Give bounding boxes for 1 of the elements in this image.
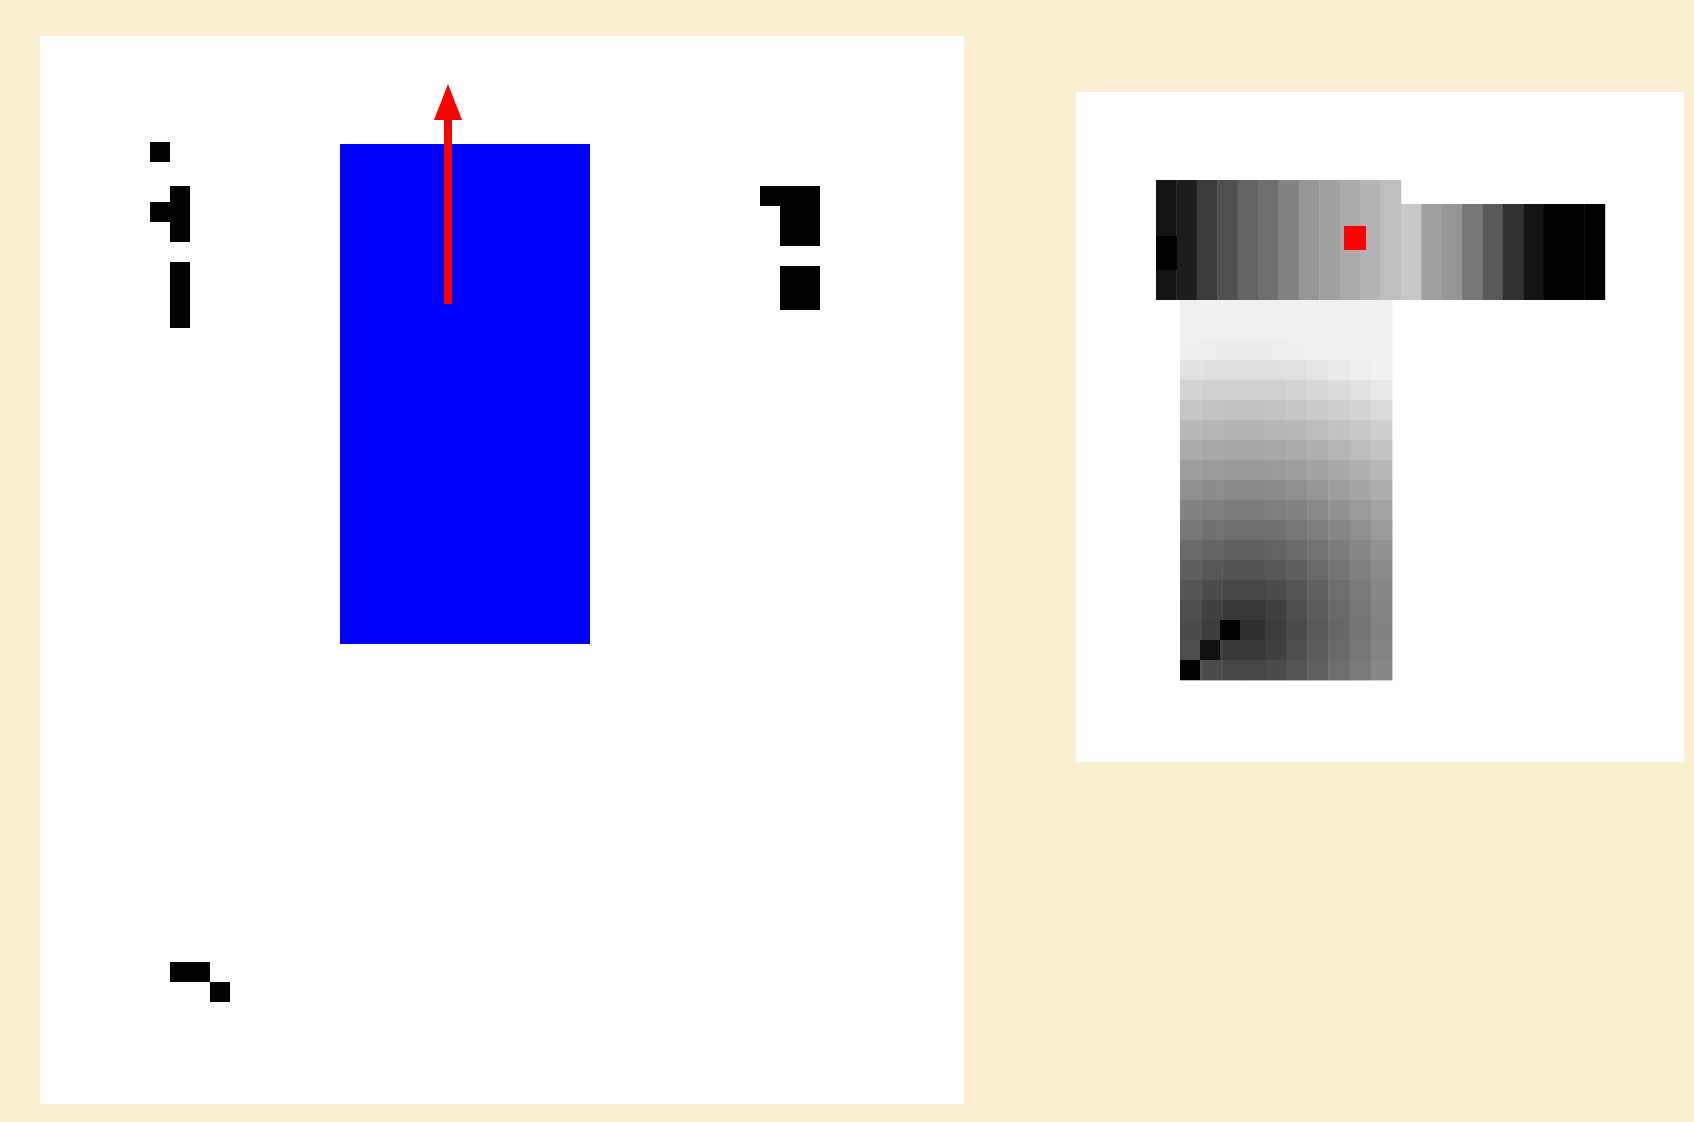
rectangle: [340, 144, 590, 644]
